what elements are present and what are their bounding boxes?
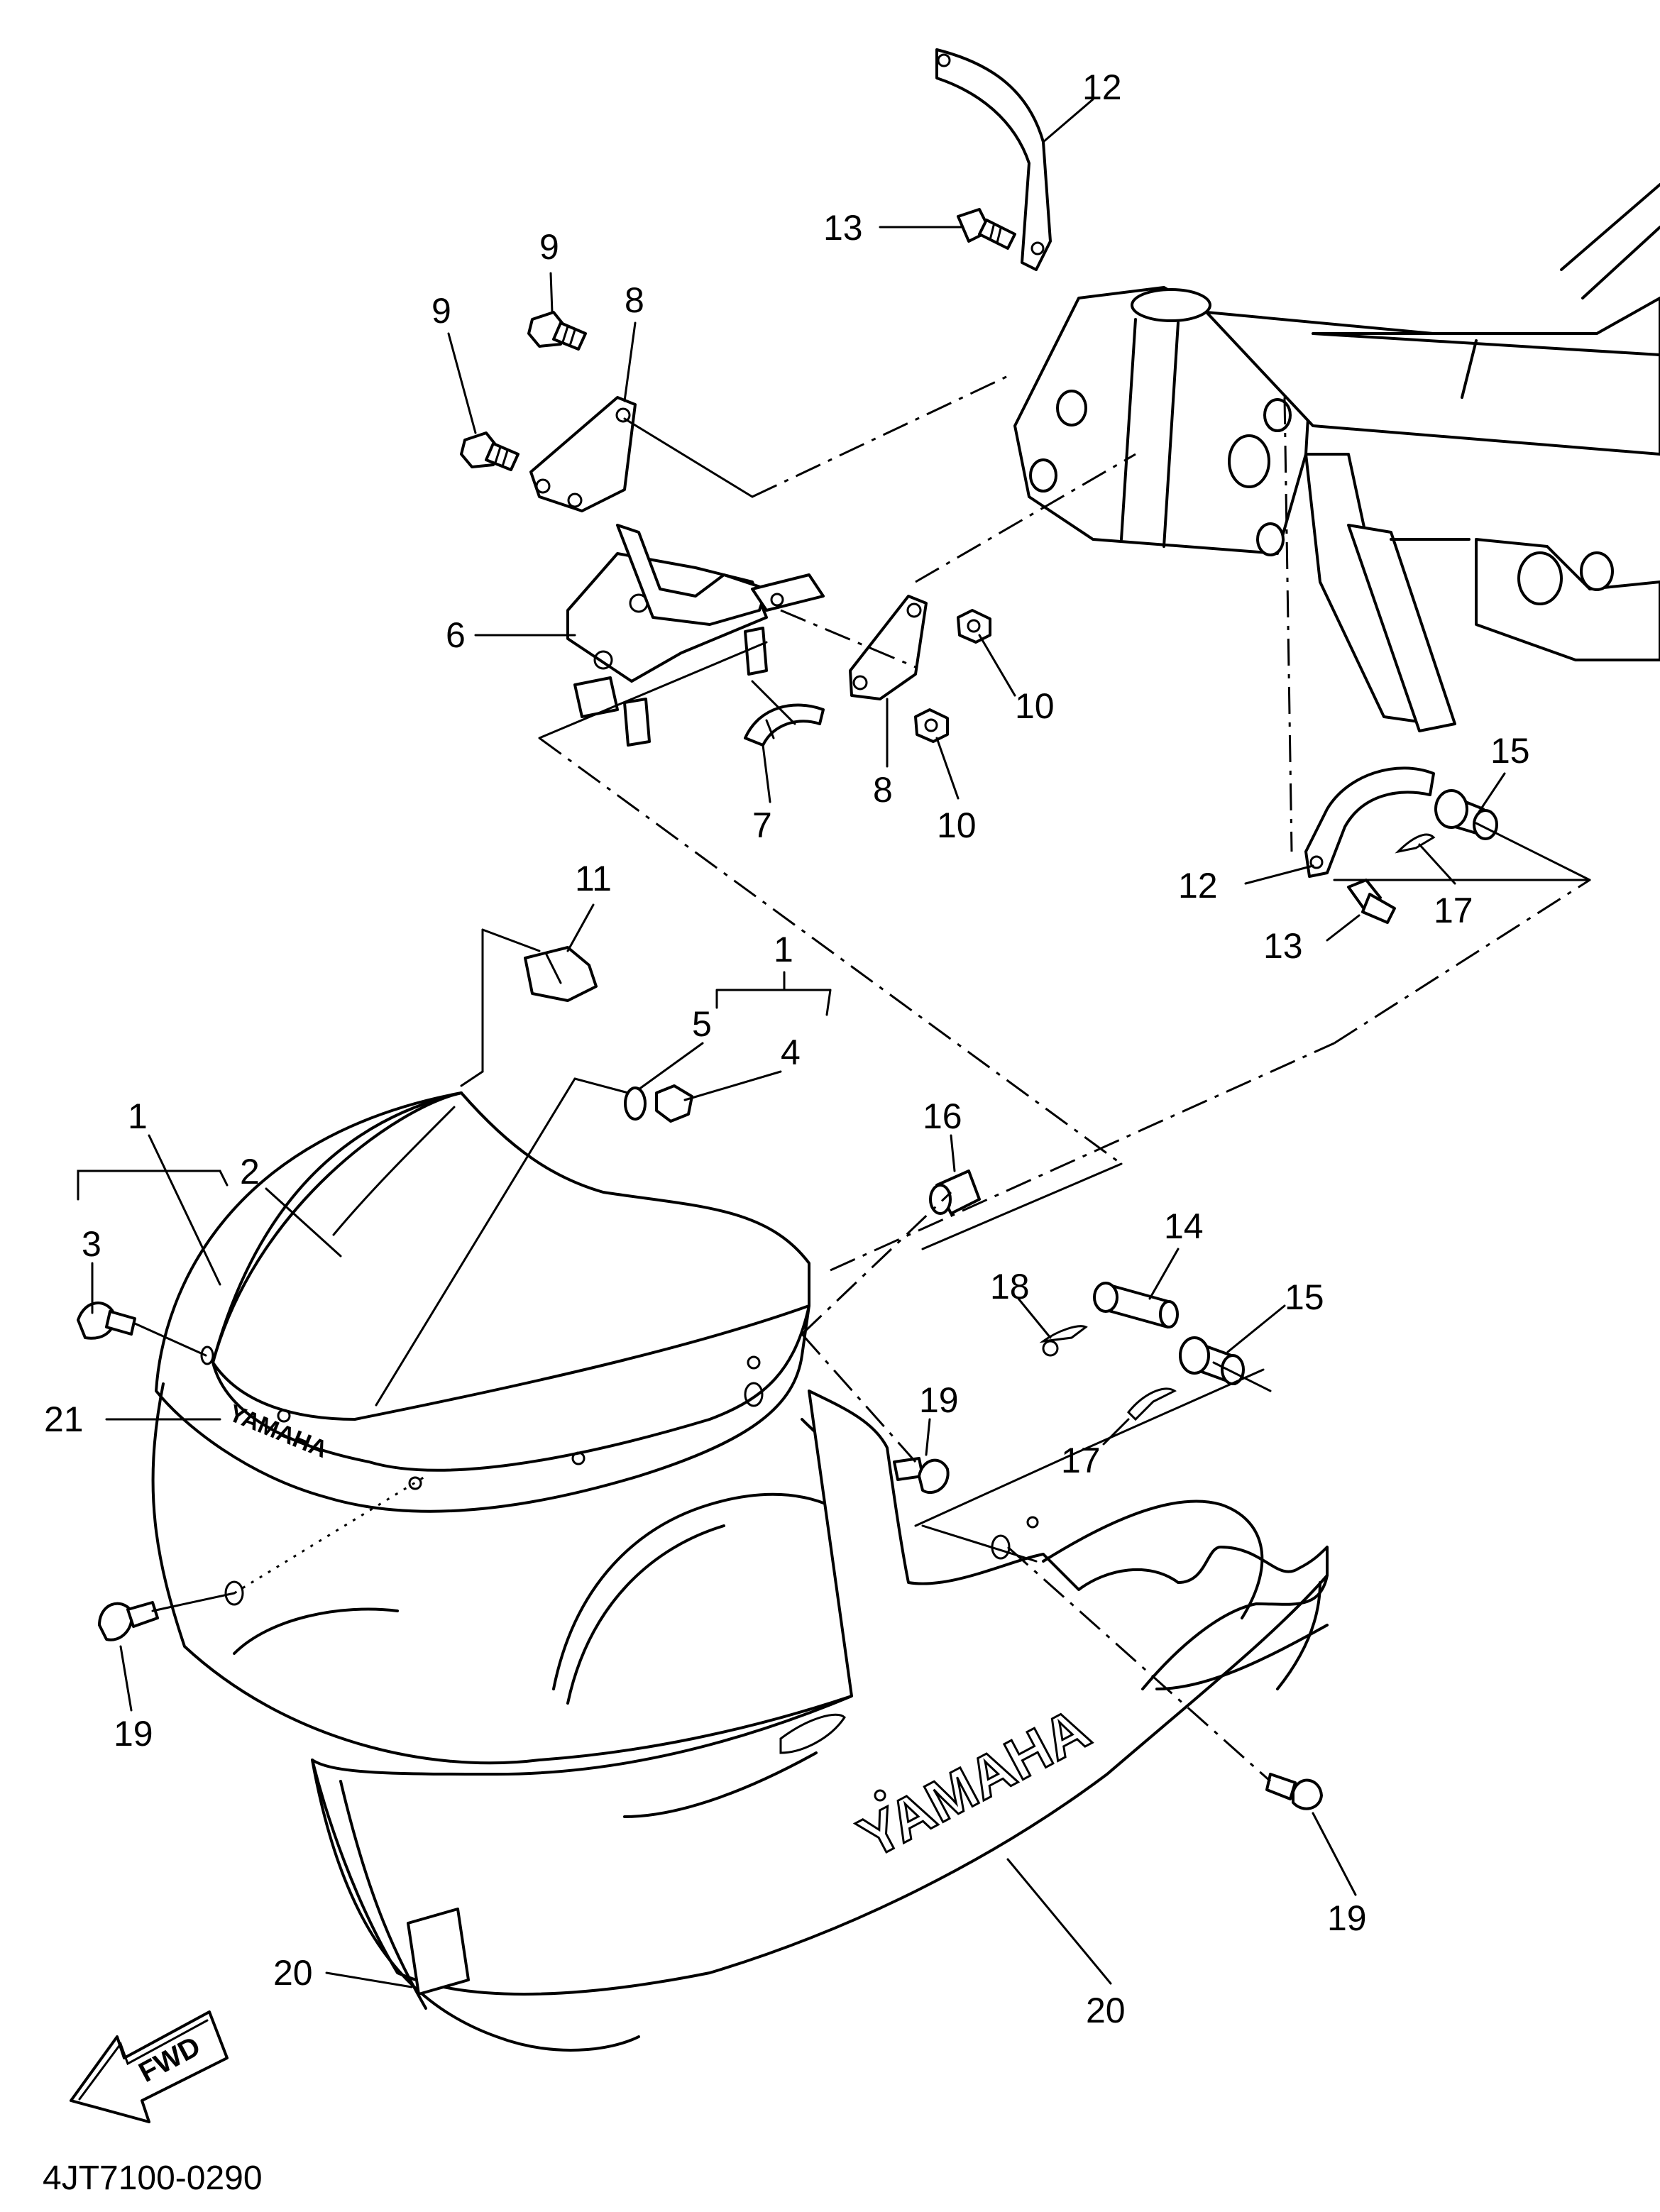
callout-18: 18 (990, 1267, 1030, 1306)
callout-5: 5 (692, 1004, 712, 1044)
clip-18 (1039, 1325, 1088, 1357)
callout-15-upper: 15 (1490, 731, 1530, 771)
bolt-13-top (957, 208, 1016, 250)
screw-19-center (893, 1457, 950, 1495)
pin-14 (1093, 1282, 1179, 1328)
callout-17-upper: 17 (1434, 891, 1473, 930)
callout-10-lower: 10 (937, 805, 977, 845)
nut-4 (655, 1084, 693, 1123)
screw-19-left (98, 1601, 159, 1641)
fwd-arrow-icon: FWD (70, 2010, 229, 2123)
bolt-3 (77, 1302, 136, 1340)
bolt-13-lower (1347, 879, 1396, 924)
callout-11: 11 (575, 859, 612, 898)
grommet-16 (929, 1170, 981, 1215)
nut-10-upper (957, 609, 991, 644)
callout-13-top: 13 (823, 208, 863, 248)
stay-6 (566, 524, 825, 747)
assembly-lines (133, 375, 1591, 1783)
callout-13-lower: 13 (1263, 926, 1303, 966)
callout-19-center: 19 (919, 1380, 959, 1420)
clamp-7 (744, 703, 825, 747)
washer-5 (624, 1086, 647, 1121)
callout-20-right: 20 (1086, 1991, 1126, 2030)
frame-stay-top (935, 48, 1052, 271)
collar-15-upper (1434, 789, 1498, 840)
callout-21: 21 (44, 1399, 84, 1439)
clip-17-upper (1395, 833, 1436, 854)
bracket-8-lower (849, 595, 928, 700)
callout-1-upper: 1 (774, 930, 793, 969)
callout-14: 14 (1164, 1206, 1204, 1246)
bracket-8-upper (529, 396, 637, 512)
bolt-9-lower (460, 431, 520, 471)
callout-9-upper: 9 (539, 227, 559, 267)
callout-12-lower: 12 (1178, 866, 1218, 906)
frame-head-pipe (1013, 183, 1660, 732)
callout-4: 4 (781, 1033, 801, 1072)
clip-11 (524, 946, 598, 1002)
callout-10-upper: 10 (1015, 686, 1055, 726)
callout-17-lower: 17 (1061, 1441, 1101, 1480)
bolt-9-upper (527, 311, 587, 351)
callout-labels: 12 13 9 9 8 6 10 8 10 7 15 17 12 13 11 1… (44, 67, 1530, 2030)
callout-9-lower: 9 (432, 291, 451, 331)
nut-10-lower (914, 708, 949, 743)
under-cowling-20 (311, 1390, 1329, 2052)
callout-8-lower: 8 (873, 770, 893, 810)
clip-17-lower (1126, 1387, 1177, 1421)
windshield-2 (211, 1091, 810, 1421)
frame-stay-right (1304, 766, 1435, 878)
diagram-code: 4JT7100-0290 (43, 2159, 263, 2197)
callout-3: 3 (82, 1224, 101, 1264)
callout-2: 2 (240, 1152, 260, 1192)
callout-15-lower: 15 (1285, 1277, 1324, 1317)
callout-12-top: 12 (1082, 67, 1122, 107)
leader-lines (77, 98, 1506, 1988)
callout-6: 6 (446, 615, 466, 655)
callout-8-upper: 8 (625, 280, 644, 320)
callout-19-left: 19 (114, 1714, 153, 1754)
callout-20-left: 20 (273, 1953, 313, 1993)
collar-15-lower (1179, 1336, 1245, 1385)
screw-19-right (1265, 1773, 1323, 1810)
callout-19-right: 19 (1327, 1898, 1367, 1938)
callout-7: 7 (752, 805, 772, 845)
callout-16: 16 (923, 1096, 962, 1136)
callout-1-lower: 1 (128, 1096, 148, 1136)
